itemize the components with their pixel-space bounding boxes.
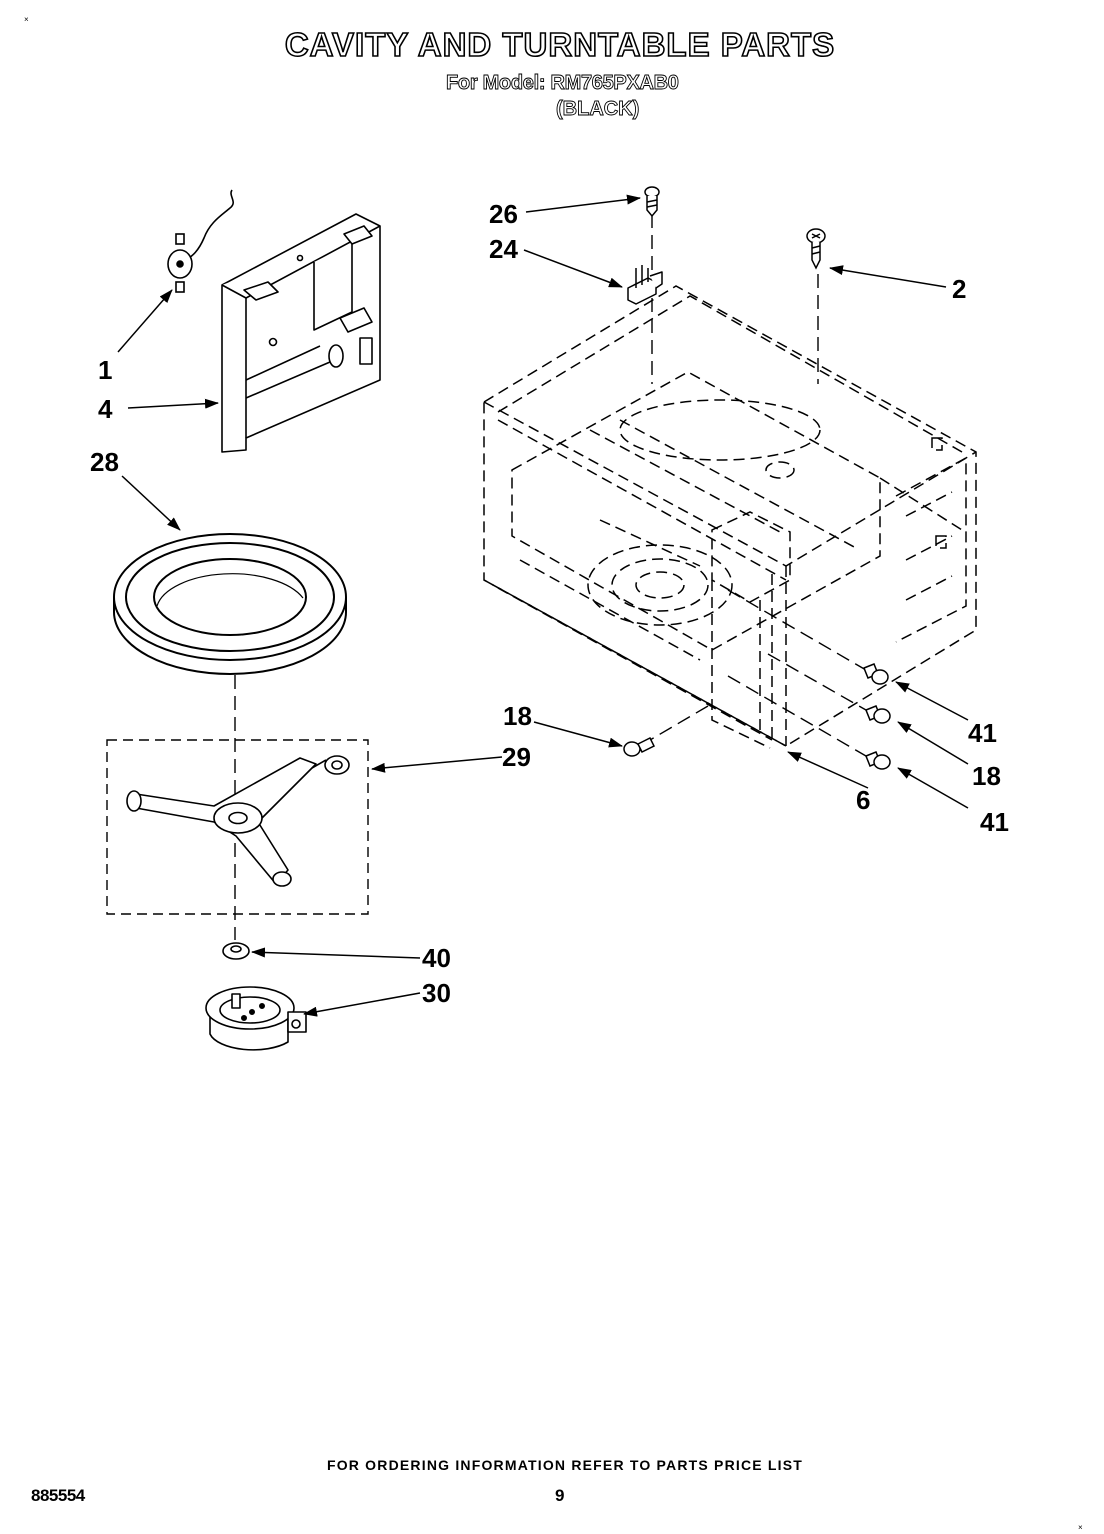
bracket-part <box>221 213 381 453</box>
callout-24: 24 <box>489 234 518 264</box>
callout-18-right: 18 <box>972 761 1001 791</box>
screw-part-26 <box>644 186 660 218</box>
roller-assembly-box <box>106 739 369 915</box>
model-line: For Model: RM765PXAB0 <box>446 72 680 95</box>
page-title: CAVITY AND TURNTABLE PARTS <box>284 25 836 64</box>
thermal-switch-part <box>167 189 234 293</box>
assembly-guides <box>649 214 867 757</box>
page-number: 9 <box>555 1486 565 1505</box>
screw-part-18-left <box>623 736 656 757</box>
callout-2: 2 <box>952 274 966 304</box>
screw-part-41-bottom <box>865 751 891 770</box>
callout-28: 28 <box>90 447 119 477</box>
callout-29: 29 <box>502 742 531 772</box>
screw-part-2 <box>806 228 826 270</box>
switch-part-24 <box>627 265 663 305</box>
turntable-motor-part <box>205 986 307 1051</box>
roller-support-part <box>126 755 350 887</box>
coupler-washer-part <box>222 942 250 960</box>
callout-30: 30 <box>422 978 451 1008</box>
callout-40: 40 <box>422 943 451 973</box>
callout-26: 26 <box>489 199 518 229</box>
corner-mark-bottom-right: × <box>1078 1523 1083 1532</box>
corner-mark-top-left: × <box>24 15 29 24</box>
callout-41-top: 41 <box>968 718 997 748</box>
cavity-assembly-part <box>483 285 977 749</box>
screw-part-41-top <box>863 663 889 685</box>
side-screws <box>623 663 891 770</box>
callout-4: 4 <box>98 394 113 424</box>
callout-6: 6 <box>856 785 870 815</box>
turntable-ring-part <box>113 533 347 675</box>
callout-1: 1 <box>98 355 112 385</box>
leader-lines <box>117 194 969 1017</box>
model-variant: (BLACK) <box>556 98 640 121</box>
callout-labels: 1 4 28 29 40 30 26 24 2 18 41 18 6 41 <box>90 199 1009 1008</box>
ordering-note: FOR ORDERING INFORMATION REFER TO PARTS … <box>326 1457 804 1473</box>
callout-41-bottom: 41 <box>980 807 1009 837</box>
document-number: 885554 <box>31 1486 85 1505</box>
callout-18-left: 18 <box>503 701 532 731</box>
screw-part-18-right <box>865 705 891 724</box>
